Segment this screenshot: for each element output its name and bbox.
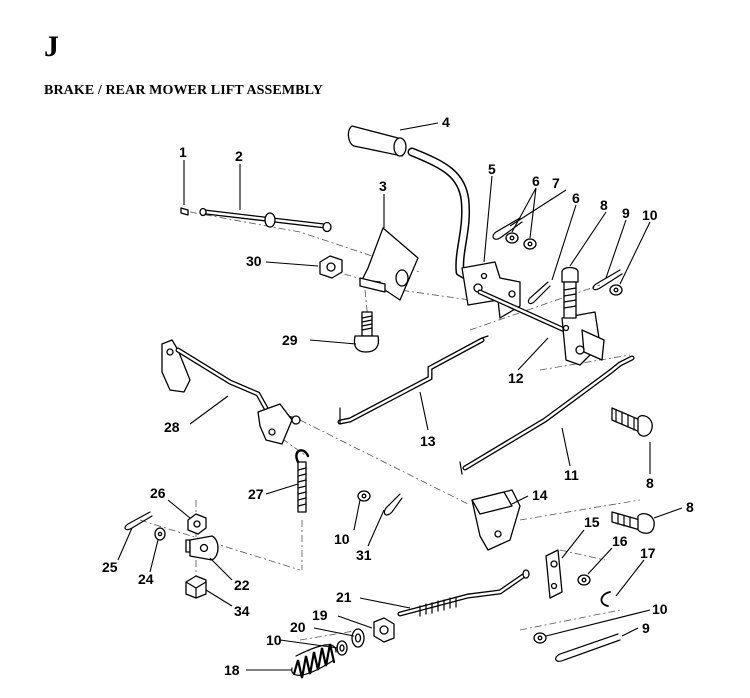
- mounting-bracket-14: [471, 489, 521, 551]
- lift-lever-handle: [347, 125, 483, 287]
- callout-3: 3: [379, 178, 387, 194]
- washer-16: [577, 574, 591, 586]
- callout-14: 14: [532, 487, 548, 503]
- shoulder-bolt-upper: [561, 266, 579, 319]
- callout-8a: 8: [600, 197, 608, 213]
- pivot-bracket: [359, 227, 419, 301]
- link-plate-15: [545, 549, 563, 599]
- callout-10d: 10: [266, 632, 282, 648]
- callout-15: 15: [584, 514, 600, 530]
- carriage-bolt-29: [353, 311, 380, 353]
- callout-26: 26: [150, 485, 166, 501]
- lift-rod-13: [337, 335, 489, 425]
- retaining-clip-17: [600, 591, 611, 607]
- leader-lines: [117, 122, 683, 671]
- nut-19: [373, 617, 395, 643]
- callout-8b: 8: [646, 475, 654, 491]
- washer-10-lower: [336, 640, 348, 656]
- cotter-pin-25: [124, 511, 153, 531]
- callout-30: 30: [246, 253, 262, 269]
- callout-21: 21: [336, 589, 352, 605]
- callout-29: 29: [282, 332, 298, 348]
- section-letter: J: [44, 30, 59, 63]
- shoulder-bolt-lower: [611, 511, 655, 534]
- callout-17: 17: [640, 545, 656, 561]
- callout-34: 34: [234, 603, 250, 619]
- nut-34: [185, 575, 207, 599]
- callout-10a: 10: [642, 207, 658, 223]
- callout-9a: 9: [622, 205, 630, 221]
- callout-9b: 9: [642, 620, 650, 636]
- callout-31: 31: [356, 547, 372, 563]
- washer-24: [154, 527, 166, 541]
- lift-rod-11: [459, 355, 635, 475]
- lever-bracket: [461, 261, 521, 319]
- callout-28: 28: [164, 419, 180, 435]
- washer-cotter-middle: [357, 490, 403, 516]
- callout-10b: 10: [334, 531, 350, 547]
- callout-25: 25: [102, 559, 118, 575]
- callout-16: 16: [612, 533, 628, 549]
- callout-10c: 10: [652, 601, 668, 617]
- section-title: BRAKE / REAR MOWER LIFT ASSEMBLY: [44, 83, 323, 98]
- callout-8c: 8: [686, 499, 694, 515]
- compression-spring-18: [291, 643, 337, 679]
- nut-26: [187, 513, 207, 535]
- cotter-washer-upper: [492, 217, 551, 305]
- callout-6b: 6: [572, 190, 580, 206]
- rear-lift-arm: [161, 339, 301, 445]
- callout-7: 7: [552, 175, 560, 191]
- callout-22: 22: [234, 577, 250, 593]
- callout-24: 24: [138, 571, 154, 587]
- callout-11: 11: [564, 467, 579, 483]
- callout-numbers: 1 2 3 4 5 6 6 7 8 8 8 9 9 10 10 10 10 11…: [102, 114, 694, 678]
- callout-19: 19: [312, 607, 328, 623]
- callout-4: 4: [442, 114, 450, 130]
- callout-12: 12: [508, 370, 524, 386]
- callout-27: 27: [248, 486, 264, 502]
- callout-2: 2: [235, 148, 243, 164]
- cotter-washer-right: [592, 269, 623, 296]
- washer-cotter-lower: [533, 632, 621, 662]
- shoulder-bolt-middle: [611, 407, 653, 437]
- callout-1: 1: [179, 144, 187, 160]
- callout-18: 18: [224, 662, 240, 678]
- brake-shaft: [477, 289, 605, 366]
- threaded-rod-21: [397, 569, 530, 617]
- callout-5: 5: [488, 161, 496, 177]
- callout-20: 20: [290, 619, 306, 635]
- washer-20: [351, 628, 365, 648]
- trunnion-22: [185, 535, 219, 561]
- callout-6a: 6: [532, 173, 540, 189]
- rod-and-pin: [180, 207, 332, 233]
- eye-bolt-27: [295, 449, 310, 513]
- hex-nut-30: [319, 255, 343, 279]
- callout-13: 13: [420, 433, 436, 449]
